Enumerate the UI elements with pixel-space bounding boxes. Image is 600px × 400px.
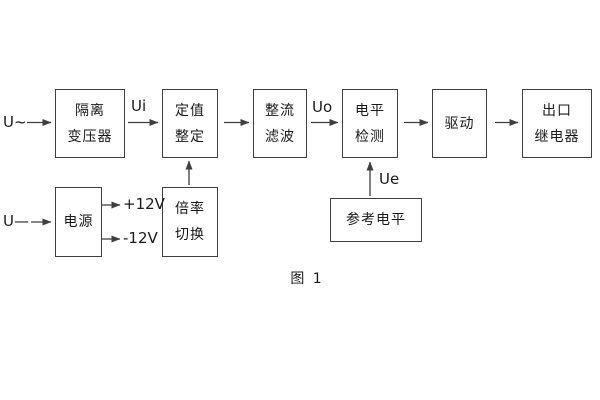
block-output-relay: 出口 继电器: [522, 89, 592, 158]
block-label-line: 倍率: [175, 201, 205, 217]
block-isolation-transformer: 隔离 变压器: [55, 89, 125, 158]
figure-caption: 图 1: [290, 271, 324, 287]
block-label-line: 电源: [63, 214, 94, 230]
block-driver: 驱动: [432, 89, 487, 158]
block-label-line: 参考电平: [346, 212, 406, 228]
block-label-line: 定值: [175, 102, 205, 119]
block-ratio-switch: 倍率 切换: [162, 187, 218, 257]
label-uo: Uo: [312, 98, 333, 116]
label-ue: Ue: [379, 170, 400, 188]
block-label-line: 整定: [175, 128, 205, 145]
block-label-line: 变压器: [67, 128, 113, 145]
block-label-line: 继电器: [534, 128, 580, 145]
label-input-dc: U—: [3, 212, 29, 230]
block-label-line: 整流: [265, 102, 295, 119]
block-value-setting: 定值 整定: [162, 89, 218, 158]
block-rectifier-filter: 整流 滤波: [253, 89, 307, 158]
label-ui: Ui: [131, 97, 147, 115]
block-power-supply: 电源: [55, 187, 102, 257]
block-reference-level: 参考电平: [330, 198, 422, 242]
block-label-line: 检测: [355, 128, 385, 145]
block-label-line: 切换: [175, 227, 205, 243]
block-label-line: 滤波: [265, 128, 295, 145]
block-label-line: 隔离: [75, 102, 105, 119]
label-minus-12v: -12V: [123, 229, 158, 247]
label-input-ac: U~: [3, 113, 27, 131]
block-level-detection: 电平 检测: [342, 89, 398, 158]
block-label-line: 驱动: [444, 115, 475, 132]
block-label-line: 电平: [355, 102, 385, 119]
block-label-line: 出口: [542, 102, 572, 119]
label-plus-12v: +12V: [123, 195, 165, 213]
